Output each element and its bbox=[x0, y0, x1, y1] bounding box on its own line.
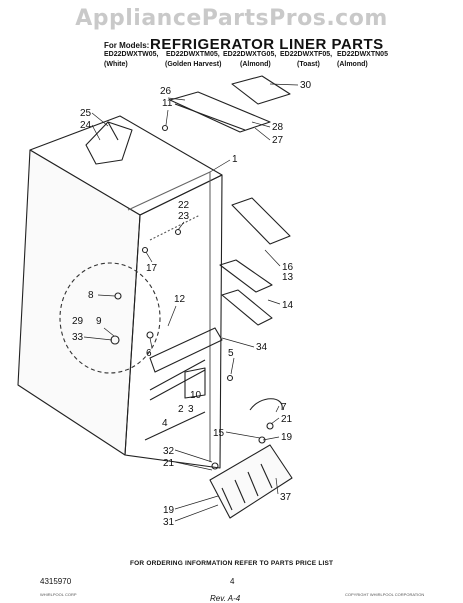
callout-label: 4 bbox=[162, 418, 168, 429]
revision-signature: Rev. A-4 bbox=[210, 594, 241, 603]
callout-label: 14 bbox=[282, 300, 294, 311]
callout-label: 32 bbox=[163, 446, 175, 457]
callout-labels: 30 26 11 25 24 28 27 1 22 23 16 13 17 14… bbox=[72, 80, 312, 528]
shelf-support bbox=[221, 289, 273, 326]
callout-label: 31 bbox=[163, 517, 175, 528]
model-color: (Almond) bbox=[337, 61, 368, 68]
callout-label: 1 bbox=[232, 154, 238, 165]
callout-label: 2 bbox=[178, 404, 184, 415]
callout-label: 22 bbox=[178, 200, 190, 211]
callout-label: 6 bbox=[146, 348, 152, 359]
models-label: For Models: bbox=[104, 41, 150, 50]
leader-lines bbox=[83, 83, 299, 522]
callout-label: 9 bbox=[96, 316, 102, 327]
fine-print: WHIRLPOOL CORP bbox=[40, 592, 77, 597]
fine-print: COPYRIGHT WHIRLPOOL CORPORATION bbox=[345, 592, 425, 597]
callout-label: 29 bbox=[72, 316, 84, 327]
callout-label: 27 bbox=[272, 135, 284, 146]
callout-label: 3 bbox=[188, 404, 194, 415]
callout-label: 26 bbox=[160, 86, 172, 97]
callout-label: 8 bbox=[88, 290, 94, 301]
callout-label: 23 bbox=[178, 211, 190, 222]
callout-label: 21 bbox=[281, 414, 293, 425]
callout-label: 33 bbox=[72, 332, 84, 343]
callout-label: 19 bbox=[163, 505, 175, 516]
detail-circle bbox=[59, 262, 161, 374]
callout-label: 24 bbox=[80, 120, 92, 131]
crisper-rail bbox=[149, 327, 223, 373]
callout-label: 21 bbox=[163, 458, 175, 469]
callout-label: 5 bbox=[228, 348, 234, 359]
callout-label: 12 bbox=[174, 294, 186, 305]
callout-label: 13 bbox=[282, 272, 294, 283]
callout-label: 34 bbox=[256, 342, 268, 353]
ordering-note: FOR ORDERING INFORMATION REFER TO PARTS … bbox=[130, 560, 334, 567]
callout-label: 16 bbox=[282, 262, 294, 273]
callout-label: 30 bbox=[300, 80, 312, 91]
callout-label: 10 bbox=[190, 390, 202, 401]
model-number: ED22DWXTM05, bbox=[166, 51, 220, 58]
shelf-support bbox=[219, 259, 273, 293]
model-color: (Almond) bbox=[240, 61, 271, 68]
drain-tube bbox=[249, 398, 283, 411]
part-number: 4315970 bbox=[40, 577, 72, 586]
callout-label: 17 bbox=[146, 263, 158, 274]
model-color: (White) bbox=[104, 61, 128, 68]
top-bracket bbox=[169, 91, 271, 133]
callout-label: 7 bbox=[281, 402, 287, 413]
diagram-title: REFRIGERATOR LINER PARTS bbox=[150, 36, 384, 53]
callout-label: 11 bbox=[162, 98, 173, 109]
model-number: ED22DWXTG05, bbox=[223, 51, 277, 58]
model-number: ED22DWXTW05, bbox=[104, 51, 159, 58]
callout-label: 15 bbox=[213, 428, 225, 439]
model-color: (Toast) bbox=[297, 61, 320, 68]
callout-label: 25 bbox=[80, 108, 92, 119]
hinge-bracket bbox=[231, 75, 291, 105]
liner-body bbox=[17, 115, 223, 469]
callout-label: 37 bbox=[280, 492, 292, 503]
model-color: (Golden Harvest) bbox=[165, 61, 222, 68]
callout-label: 19 bbox=[281, 432, 293, 443]
light-housing bbox=[85, 121, 133, 165]
model-number: ED22DWXTF05, bbox=[280, 51, 333, 58]
shelf-support bbox=[231, 197, 291, 245]
page-number: 4 bbox=[230, 577, 235, 586]
callout-label: 28 bbox=[272, 122, 284, 133]
model-number: ED22DWXTN05 bbox=[337, 51, 388, 58]
watermark: AppliancePartsPros.com bbox=[75, 6, 388, 31]
drain-pan bbox=[209, 444, 293, 519]
